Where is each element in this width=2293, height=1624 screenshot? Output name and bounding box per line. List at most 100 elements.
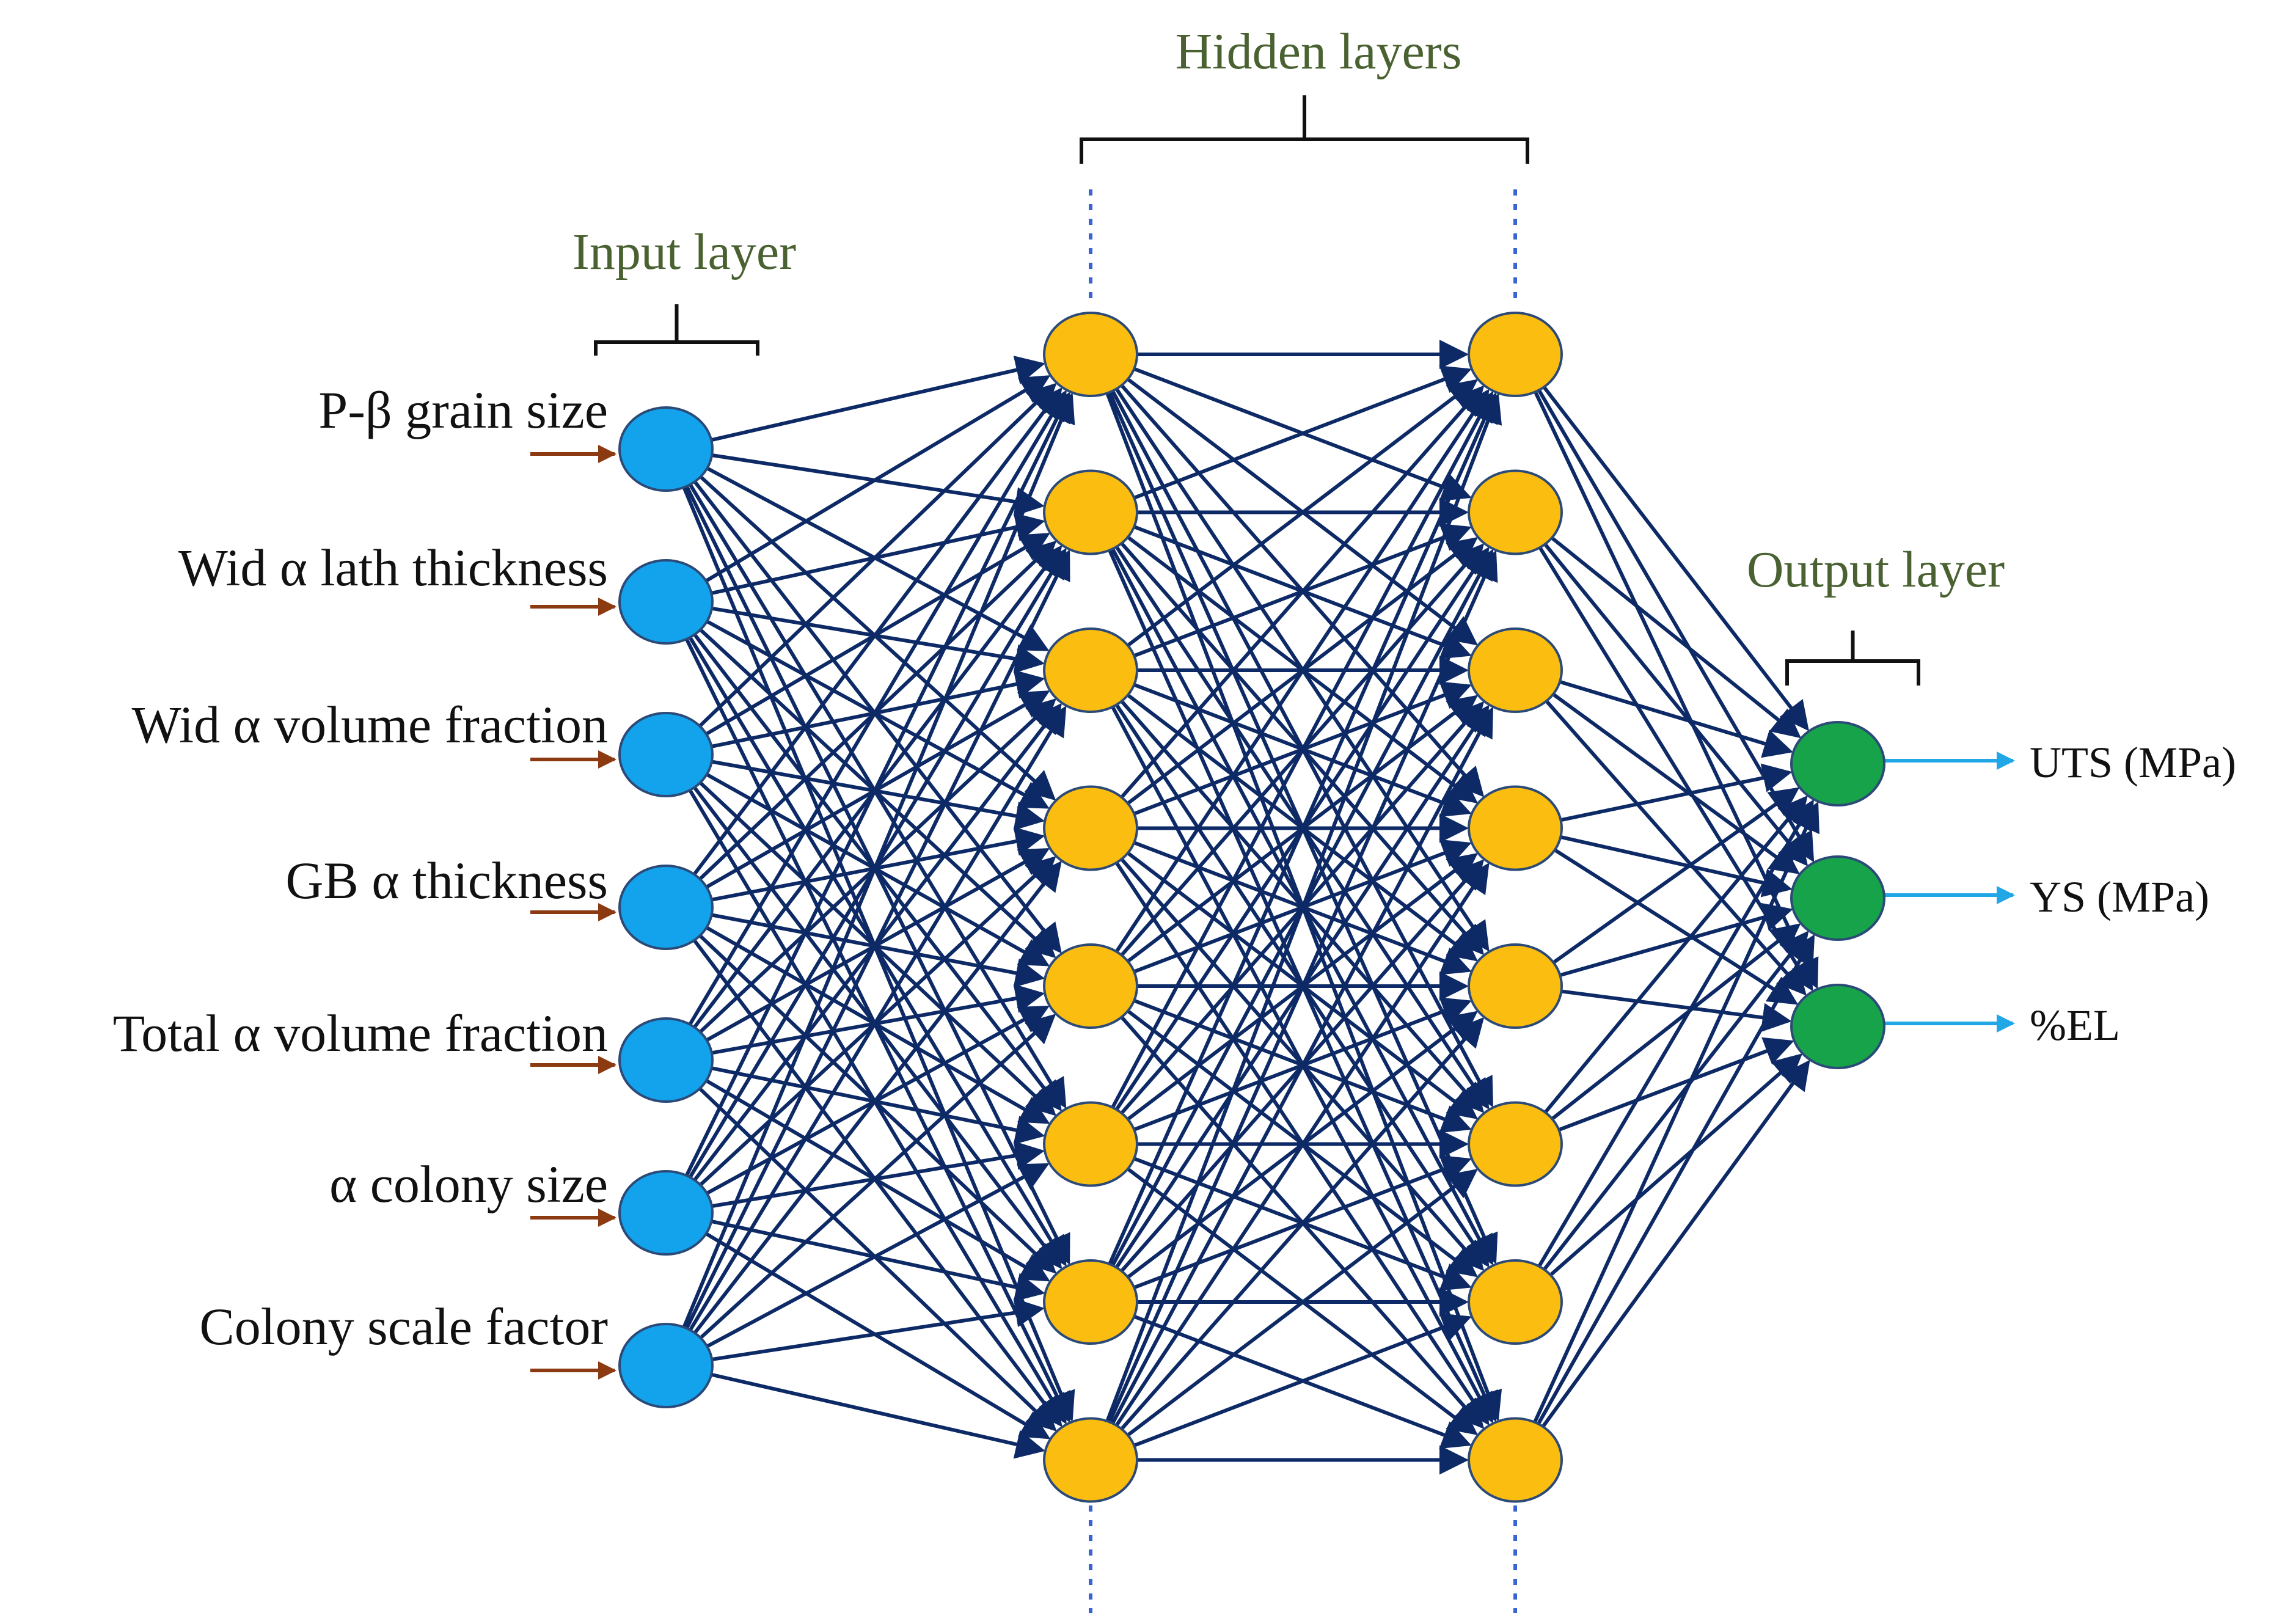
hidden2-node-2 [1468,469,1563,555]
edge-hidden1-hidden2 [1111,706,1493,1425]
edge-hidden2-output [1541,1059,1810,1428]
input-label-5: Total α volume fraction [113,1004,608,1063]
input-label-4: GB α thickness [285,851,608,910]
edge-hidden2-output [1559,902,1793,977]
input-node-4 [618,865,714,950]
edge-hidden2-output [1552,692,1800,874]
edge-hidden2-output [1545,700,1807,996]
edge-input-hidden1 [689,706,1067,1331]
edge-hidden2-output [1537,799,1814,1268]
edge-input-hidden1 [688,390,1067,1026]
input-node-2 [618,559,714,645]
output-node-2 [1790,855,1885,941]
hidden2-node-4 [1468,785,1563,871]
output-layer-title: Output layer [1747,541,2005,598]
edge-hidden2-output [1561,989,1792,1033]
edge-input-hidden1 [711,356,1045,442]
output-labels: UTS (MPa) YS (MPa) %EL [2030,738,2236,1050]
hidden1-node-6 [1043,1101,1138,1187]
edge-hidden1-hidden2 [1108,392,1498,1265]
edge-hidden1-hidden2 [1133,1313,1472,1447]
edge-hidden1-hidden2 [1108,550,1498,1423]
edge-hidden2-output [1558,1037,1794,1132]
neuron-nodes [618,312,1885,1503]
edge-hidden2-output [1549,1053,1803,1277]
edge-input-hidden1 [698,382,1057,728]
edge-hidden2-output [1560,763,1793,822]
input-layer-bracket [594,304,759,356]
edge-hidden2-output [1543,795,1808,1114]
edge-hidden1-hidden2 [1114,389,1490,953]
hidden1-node-1 [1043,312,1138,397]
edge-input-hidden1 [685,549,1070,1330]
hidden-layer-dividers [1089,189,1517,1613]
edge-hidden2-output [1537,389,1815,863]
edge-hidden2-output [1551,536,1801,739]
edge-hidden2-output [1551,923,1801,1121]
edge-hidden1-hidden2 [1127,1169,1478,1437]
input-label-3: Wid α volume fraction [131,695,608,754]
output-label-1: UTS (MPa) [2030,738,2236,787]
edge-hidden1-hidden2 [1120,385,1485,799]
hidden1-node-5 [1043,943,1138,1029]
output-layer-bracket [1785,631,1920,686]
output-node-3 [1790,984,1885,1069]
edge-hidden1-hidden2 [1133,365,1472,500]
hidden1-node-3 [1043,627,1138,713]
edge-hidden2-output [1554,848,1799,1005]
edge-hidden1-hidden2 [1111,390,1493,1109]
hidden2-node-1 [1468,312,1563,397]
input-node-6 [618,1170,714,1256]
hidden-layers-bracket [1080,95,1529,164]
edge-input-hidden1 [699,1014,1056,1339]
edge-input-hidden1 [705,375,1051,583]
edge-hidden2-output [1543,931,1809,1271]
hidden2-node-3 [1468,627,1563,713]
edge-input-hidden1 [706,1163,1050,1348]
output-label-2: YS (MPa) [2030,872,2209,921]
edge-hidden1-hidden2 [1105,393,1502,1422]
io-arrows [530,445,2015,1380]
edge-hidden2-output [1559,680,1793,758]
input-node-5 [618,1017,714,1103]
input-node-7 [618,1323,714,1408]
input-node-1 [618,406,714,492]
edge-hidden1-hidden2 [1120,1017,1485,1430]
edge-hidden2-output [1538,546,1813,992]
hidden2-node-8 [1468,1417,1563,1503]
edge-hidden2-output [1543,543,1808,866]
hidden1-node-2 [1043,469,1138,555]
output-label-3: %EL [2030,1001,2120,1050]
edge-input-hidden1 [711,1298,1045,1361]
edge-hidden2-output [1537,934,1815,1425]
edge-hidden2-output [1533,801,1819,1424]
hidden2-node-5 [1468,943,1563,1029]
hidden1-node-4 [1043,785,1138,871]
edge-input-hidden1 [711,1372,1045,1459]
edge-hidden2-output [1542,386,1809,731]
input-label-6: α colony size [329,1155,608,1213]
edge-input-hidden1 [685,391,1070,1177]
edge-input-hidden1 [692,387,1062,876]
edge-hidden1-hidden2 [1127,379,1478,647]
hidden2-node-7 [1468,1259,1563,1345]
hidden1-node-7 [1043,1259,1138,1345]
input-label-7: Colony scale factor [199,1297,608,1356]
hidden2-node-6 [1468,1101,1563,1187]
input-node-3 [618,712,714,797]
hidden1-node-8 [1043,1417,1138,1503]
edge-input-hidden1 [693,860,1062,1334]
edge-hidden1-hidden2 [1114,862,1490,1427]
edge-input-hidden1 [682,392,1075,1328]
input-label-2: Wid α lath thickness [178,538,608,597]
edge-hidden2-output [1552,787,1800,964]
edge-hidden2-output [1560,835,1793,898]
layer-brackets [594,95,1920,686]
output-node-1 [1790,721,1885,807]
input-label-1: P-β grain size [318,381,608,439]
connection-edges [682,340,1819,1475]
input-layer-title: Input layer [572,224,796,280]
hidden-layers-title: Hidden layers [1176,23,1462,80]
